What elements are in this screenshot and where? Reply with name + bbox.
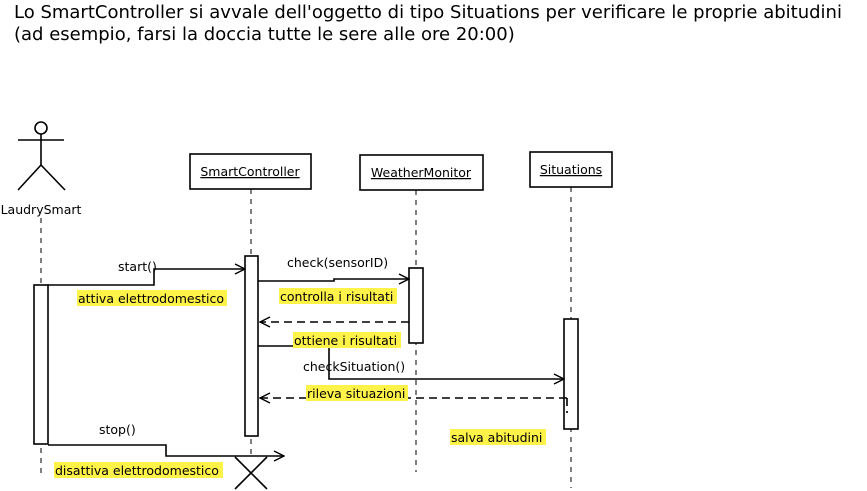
message-check-label: check(sensorID) <box>287 255 388 270</box>
lifeline-smartcontroller: SmartController <box>189 153 312 190</box>
message-stop-arrow <box>48 444 284 456</box>
description-line-2: (ad esempio, farsi la doccia tutte le se… <box>14 24 515 45</box>
actor-figure <box>17 121 66 191</box>
lifeline-weathermonitor: WeatherMonitor <box>359 154 484 191</box>
activation-situations <box>563 318 579 430</box>
description-line-1: Lo SmartController si avvale dell'oggett… <box>14 2 842 23</box>
note-ottiene: ottiene i risultati <box>294 333 397 348</box>
lifeline-situations: Situations <box>529 151 613 188</box>
actor-label: LaudrySmart <box>1 202 82 217</box>
message-return-situations <box>260 398 568 413</box>
note-controlla: controlla i risultati <box>280 289 393 304</box>
activation-actor <box>33 284 49 445</box>
note-salva: salva abitudini <box>451 430 542 445</box>
activation-weathermonitor <box>408 267 424 344</box>
activation-smartcontroller <box>244 255 259 437</box>
message-stop-label: stop() <box>99 422 136 437</box>
note-disattiva: disattiva elettrodomestico <box>55 463 219 478</box>
message-start-label: start() <box>118 259 157 274</box>
lifeline-situations-label: Situations <box>540 162 602 177</box>
message-check-arrow <box>258 279 409 281</box>
message-checksituation-label: checkSituation() <box>303 359 405 374</box>
note-attiva: attiva elettrodomestico <box>78 291 224 306</box>
lifeline-smartcontroller-label: SmartController <box>200 164 300 179</box>
message-start-arrow <box>48 269 245 286</box>
destroy-mark <box>234 456 268 490</box>
note-rileva: rileva situazioni <box>307 386 405 401</box>
lifeline-weathermonitor-label: WeatherMonitor <box>371 165 472 180</box>
